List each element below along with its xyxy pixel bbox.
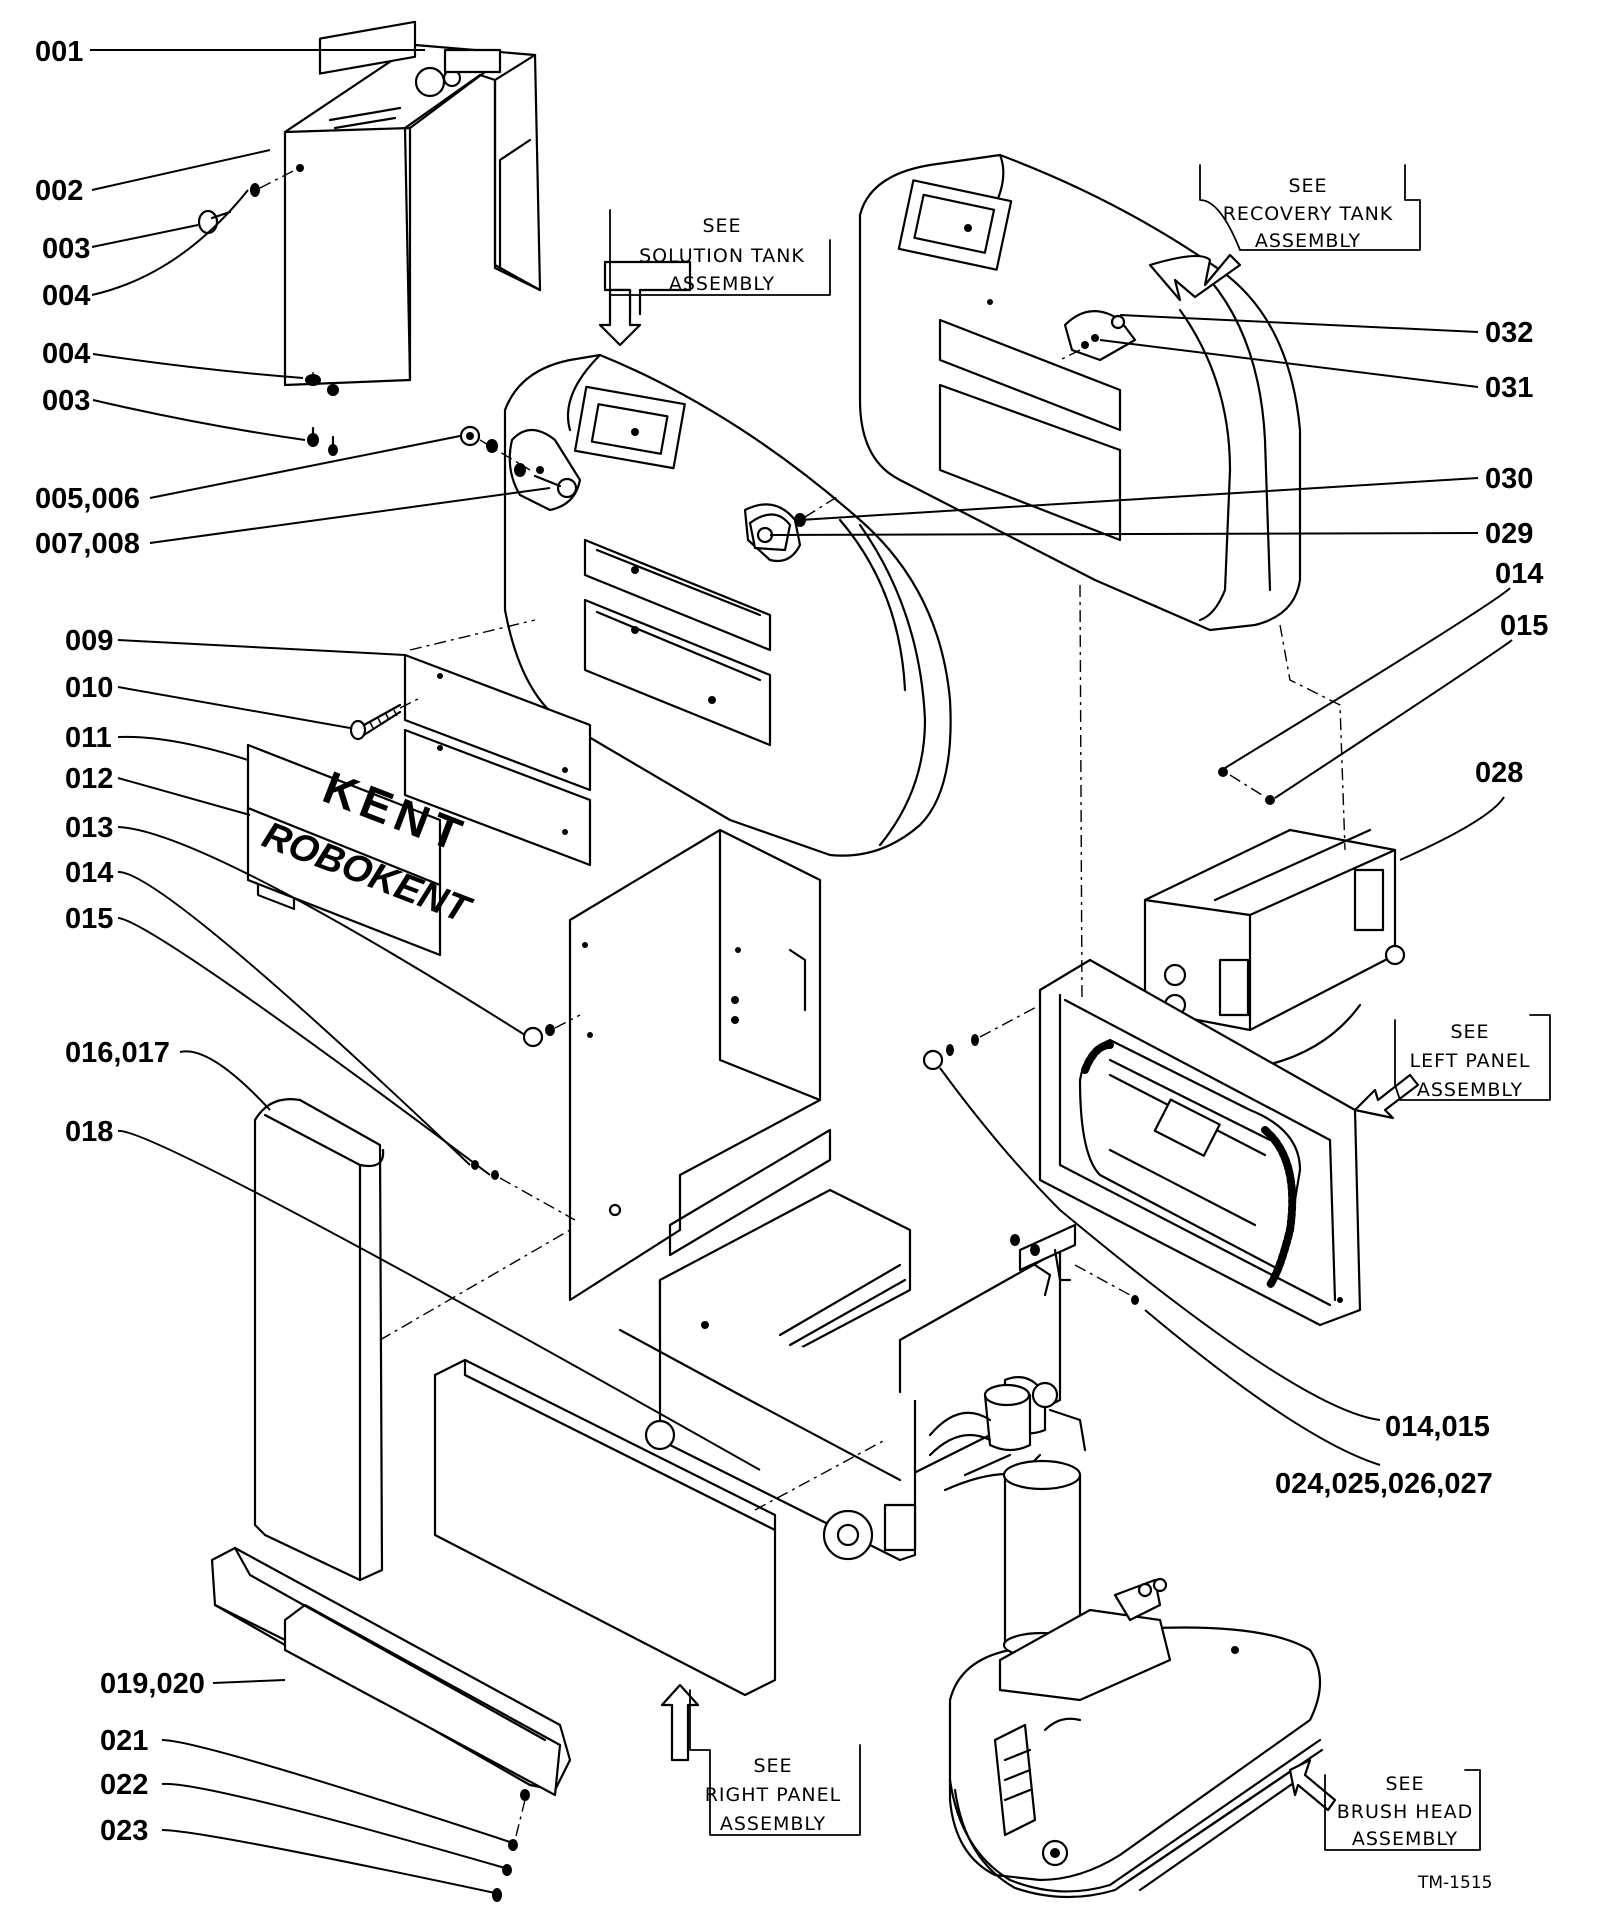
label-003-top: 003 <box>42 233 90 265</box>
leader-lines <box>90 49 1513 1894</box>
note-recovery-line1: SEE <box>1288 175 1327 197</box>
label-016-017: 016,017 <box>65 1037 170 1069</box>
screw-washer-003-004-top <box>197 169 296 235</box>
note-arrow-recovery-tank <box>1148 253 1242 302</box>
recovery-tank <box>858 153 1302 632</box>
screw-014-015-right <box>1218 767 1275 805</box>
bracket-024-027 <box>1010 1223 1139 1305</box>
note-arrow-solution-tank <box>598 260 692 347</box>
label-014-015: 014,015 <box>1385 1411 1490 1443</box>
screw-014-015-left <box>471 1160 576 1221</box>
label-004-bottom: 004 <box>42 338 90 370</box>
note-arrow-left-panel <box>1353 1073 1420 1120</box>
note-brush-line1: SEE <box>1385 1773 1424 1795</box>
note-left-panel: SEE LEFT PANEL ASSEMBLY <box>1394 1014 1551 1101</box>
label-023: 023 <box>100 1815 148 1847</box>
drawing-id: TM-1515 <box>1417 1873 1492 1893</box>
label-007-008: 007,008 <box>35 528 140 560</box>
label-031: 031 <box>1485 372 1533 404</box>
label-010: 010 <box>65 672 113 704</box>
hardware-021-023 <box>492 1799 526 1902</box>
label-021: 021 <box>100 1725 148 1757</box>
screw-014-015-lower <box>922 1004 1041 1071</box>
label-011: 011 <box>65 722 112 754</box>
label-018: 018 <box>65 1116 113 1148</box>
screw-washer-003-004-bottom <box>305 372 339 456</box>
label-012: 012 <box>65 763 113 795</box>
pump-motor <box>928 1383 1042 1492</box>
alignment-lines <box>379 584 1346 1511</box>
label-030: 030 <box>1485 463 1533 495</box>
note-brush-line2: BRUSH HEAD <box>1337 1801 1473 1823</box>
note-solution-tank: SEE SOLUTION TANK ASSEMBLY <box>609 209 831 296</box>
note-solution-line1: SEE <box>702 215 741 237</box>
label-014-right: 014 <box>1495 558 1543 590</box>
note-solution-line3: ASSEMBLY <box>669 273 775 295</box>
label-013: 013 <box>65 812 113 844</box>
side-panel-016-017 <box>253 1098 385 1582</box>
label-019-020: 019,020 <box>100 1668 205 1700</box>
note-right-line3: ASSEMBLY <box>720 1813 826 1835</box>
label-002: 002 <box>35 175 83 207</box>
label-029: 029 <box>1485 518 1533 550</box>
label-014-left: 014 <box>65 857 113 889</box>
label-022: 022 <box>100 1769 148 1801</box>
label-015-left: 015 <box>65 903 113 935</box>
bumper-plate-009 <box>403 653 592 867</box>
note-recovery-line2: RECOVERY TANK <box>1223 203 1394 225</box>
note-arrow-brush-head <box>1288 1758 1337 1812</box>
screw-010 <box>349 697 421 741</box>
label-032: 032 <box>1485 317 1533 349</box>
label-004-top: 004 <box>42 280 90 312</box>
brush-head-assembly <box>948 1459 1324 1899</box>
note-right-panel: SEE RIGHT PANEL ASSEMBLY <box>689 1689 861 1836</box>
label-001: 001 <box>35 36 83 68</box>
left-panel-assembly <box>1038 958 1362 1327</box>
note-arrow-right-panel <box>660 1683 700 1762</box>
right-panel-018 <box>433 1358 777 1697</box>
note-recovery-line3: ASSEMBLY <box>1255 230 1361 252</box>
note-brush-line3: ASSEMBLY <box>1352 1828 1458 1850</box>
label-003-bottom: 003 <box>42 385 90 417</box>
note-left-line2: LEFT PANEL <box>1410 1050 1531 1072</box>
label-005-006: 005,006 <box>35 483 140 515</box>
label-024-027: 024,025,026,027 <box>1275 1468 1493 1500</box>
label-009: 009 <box>65 625 113 657</box>
note-right-line2: RIGHT PANEL <box>705 1784 842 1806</box>
label-028: 028 <box>1475 757 1523 789</box>
part-number-labels: 001 002 003 004 004 003 005,006 007,008 … <box>35 36 1548 1847</box>
note-recovery-tank: SEE RECOVERY TANK ASSEMBLY <box>1199 164 1421 252</box>
note-solution-line2: SOLUTION TANK <box>639 245 805 267</box>
bumper-019-020 <box>210 1546 572 1801</box>
note-right-line1: SEE <box>753 1755 792 1777</box>
note-brush-head: SEE BRUSH HEAD ASSEMBLY <box>1324 1769 1481 1851</box>
chassis-frame <box>568 828 1087 1562</box>
note-left-line1: SEE <box>1450 1021 1489 1043</box>
control-box-part-001 <box>283 20 542 387</box>
note-left-line3: ASSEMBLY <box>1417 1079 1523 1101</box>
label-015-right: 015 <box>1500 610 1548 642</box>
hardware-005-008 <box>459 425 578 499</box>
screw-013 <box>522 1014 581 1048</box>
